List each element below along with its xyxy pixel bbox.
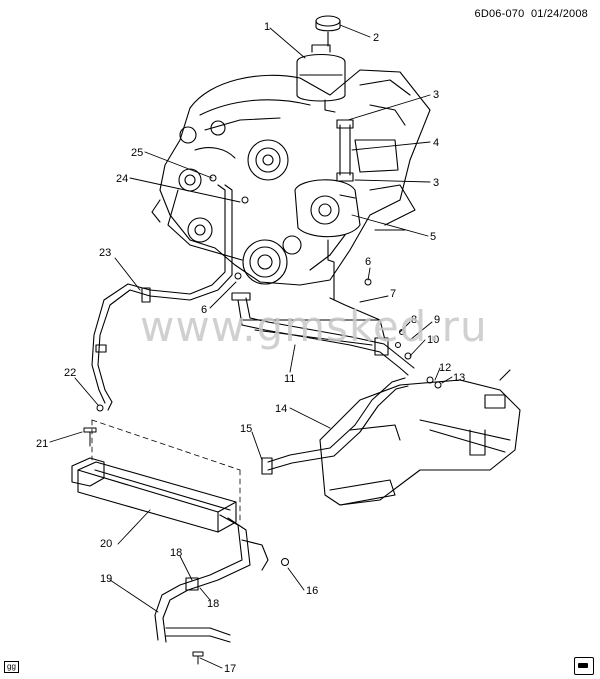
- callout-15: 15: [240, 423, 252, 435]
- callout-24: 24: [116, 173, 128, 185]
- fluid-cooler: [71, 457, 237, 533]
- steering-gear: [319, 369, 521, 506]
- callout-6b: 6: [365, 256, 371, 268]
- callout-1: 1: [264, 21, 270, 33]
- power-steering-pump: [294, 179, 361, 301]
- callout-18b: 18: [207, 598, 219, 610]
- callout-6a: 6: [201, 304, 207, 316]
- callout-10: 10: [427, 334, 439, 346]
- watermark-text: www.gmsked.ru: [140, 302, 488, 351]
- callout-3a: 3: [433, 89, 439, 101]
- reservoir-hose: [336, 119, 354, 182]
- routing-guides: [91, 419, 241, 521]
- callout-21: 21: [36, 438, 48, 450]
- fasteners: [83, 174, 442, 665]
- callout-5: 5: [430, 231, 436, 243]
- callout-labels: 1 2 3 4 3 5 25 24 23 6 6 7 8 9 10 11 12 …: [36, 21, 465, 675]
- callout-18a: 18: [170, 547, 182, 559]
- reservoir-cap: [315, 15, 341, 47]
- callout-2: 2: [373, 32, 379, 44]
- callout-leaders: [49, 24, 453, 669]
- cooler-lines: [154, 514, 269, 643]
- callout-16: 16: [306, 585, 318, 597]
- callout-3b: 3: [433, 177, 439, 189]
- return-hose: [91, 184, 233, 411]
- callout-17: 17: [224, 663, 236, 675]
- callout-7: 7: [390, 288, 396, 300]
- callout-11: 11: [284, 373, 295, 385]
- callout-12: 12: [439, 362, 451, 374]
- callout-8: 8: [411, 314, 417, 326]
- vehicle-icon: [574, 657, 594, 675]
- diagram-header: 6D06-070 01/24/2008: [475, 8, 589, 20]
- callout-14: 14: [275, 403, 287, 415]
- callout-13: 13: [453, 372, 465, 384]
- callout-19: 19: [100, 573, 112, 585]
- pressure-hose: [231, 292, 415, 376]
- callout-4: 4: [433, 137, 439, 149]
- diagram-code: 6D06-070: [474, 8, 525, 20]
- fluid-reservoir: [296, 44, 346, 113]
- gear-return-hose: [261, 377, 409, 475]
- corner-code-label: gg: [4, 661, 19, 673]
- callout-9: 9: [434, 314, 440, 326]
- diagram-date: 01/24/2008: [530, 8, 588, 20]
- callout-22: 22: [64, 367, 76, 379]
- engine-assembly: [151, 69, 431, 286]
- callout-25: 25: [131, 147, 143, 159]
- callout-20: 20: [100, 538, 112, 550]
- callout-23: 23: [99, 247, 111, 259]
